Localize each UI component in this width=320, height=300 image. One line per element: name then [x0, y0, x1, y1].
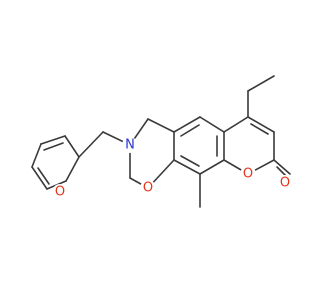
- atom-label-background: [277, 175, 293, 191]
- bond-double-inner: [37, 167, 50, 185]
- bond: [40, 135, 66, 145]
- pyranone-ring-oxygen-label: O: [243, 167, 253, 182]
- atom-label-layer: O N O O O: [52, 137, 293, 200]
- bond: [147, 118, 175, 133]
- bond-layer: [31, 75, 291, 208]
- amine-nitrogen-label: N: [125, 138, 135, 153]
- bond: [31, 143, 42, 168]
- atom-label-background: [240, 166, 256, 182]
- molecule-structure-diagram: O N O O O: [31, 75, 293, 208]
- oxazine-oxygen-label: O: [143, 181, 153, 196]
- bond: [173, 116, 201, 133]
- bond: [247, 75, 275, 92]
- bond: [65, 156, 80, 182]
- bond: [199, 159, 225, 175]
- bond-double-inner: [43, 142, 64, 151]
- bond: [31, 166, 48, 190]
- atom-label-background: [52, 184, 68, 200]
- furan-oxygen-label: O: [55, 185, 65, 200]
- bond: [247, 116, 275, 133]
- bond: [199, 116, 225, 133]
- carbonyl-oxygen-label: O: [280, 176, 290, 191]
- bond-double-inner: [180, 124, 200, 137]
- bond: [64, 135, 80, 158]
- bond: [273, 159, 291, 175]
- bond: [173, 159, 201, 175]
- bond: [223, 116, 249, 133]
- bond: [78, 131, 104, 158]
- atom-label-background: [140, 180, 156, 196]
- bond-double-inner: [180, 155, 200, 167]
- bond-double-inner: [276, 166, 287, 177]
- atom-label-background: [122, 137, 138, 153]
- bond-double-inner: [250, 123, 269, 135]
